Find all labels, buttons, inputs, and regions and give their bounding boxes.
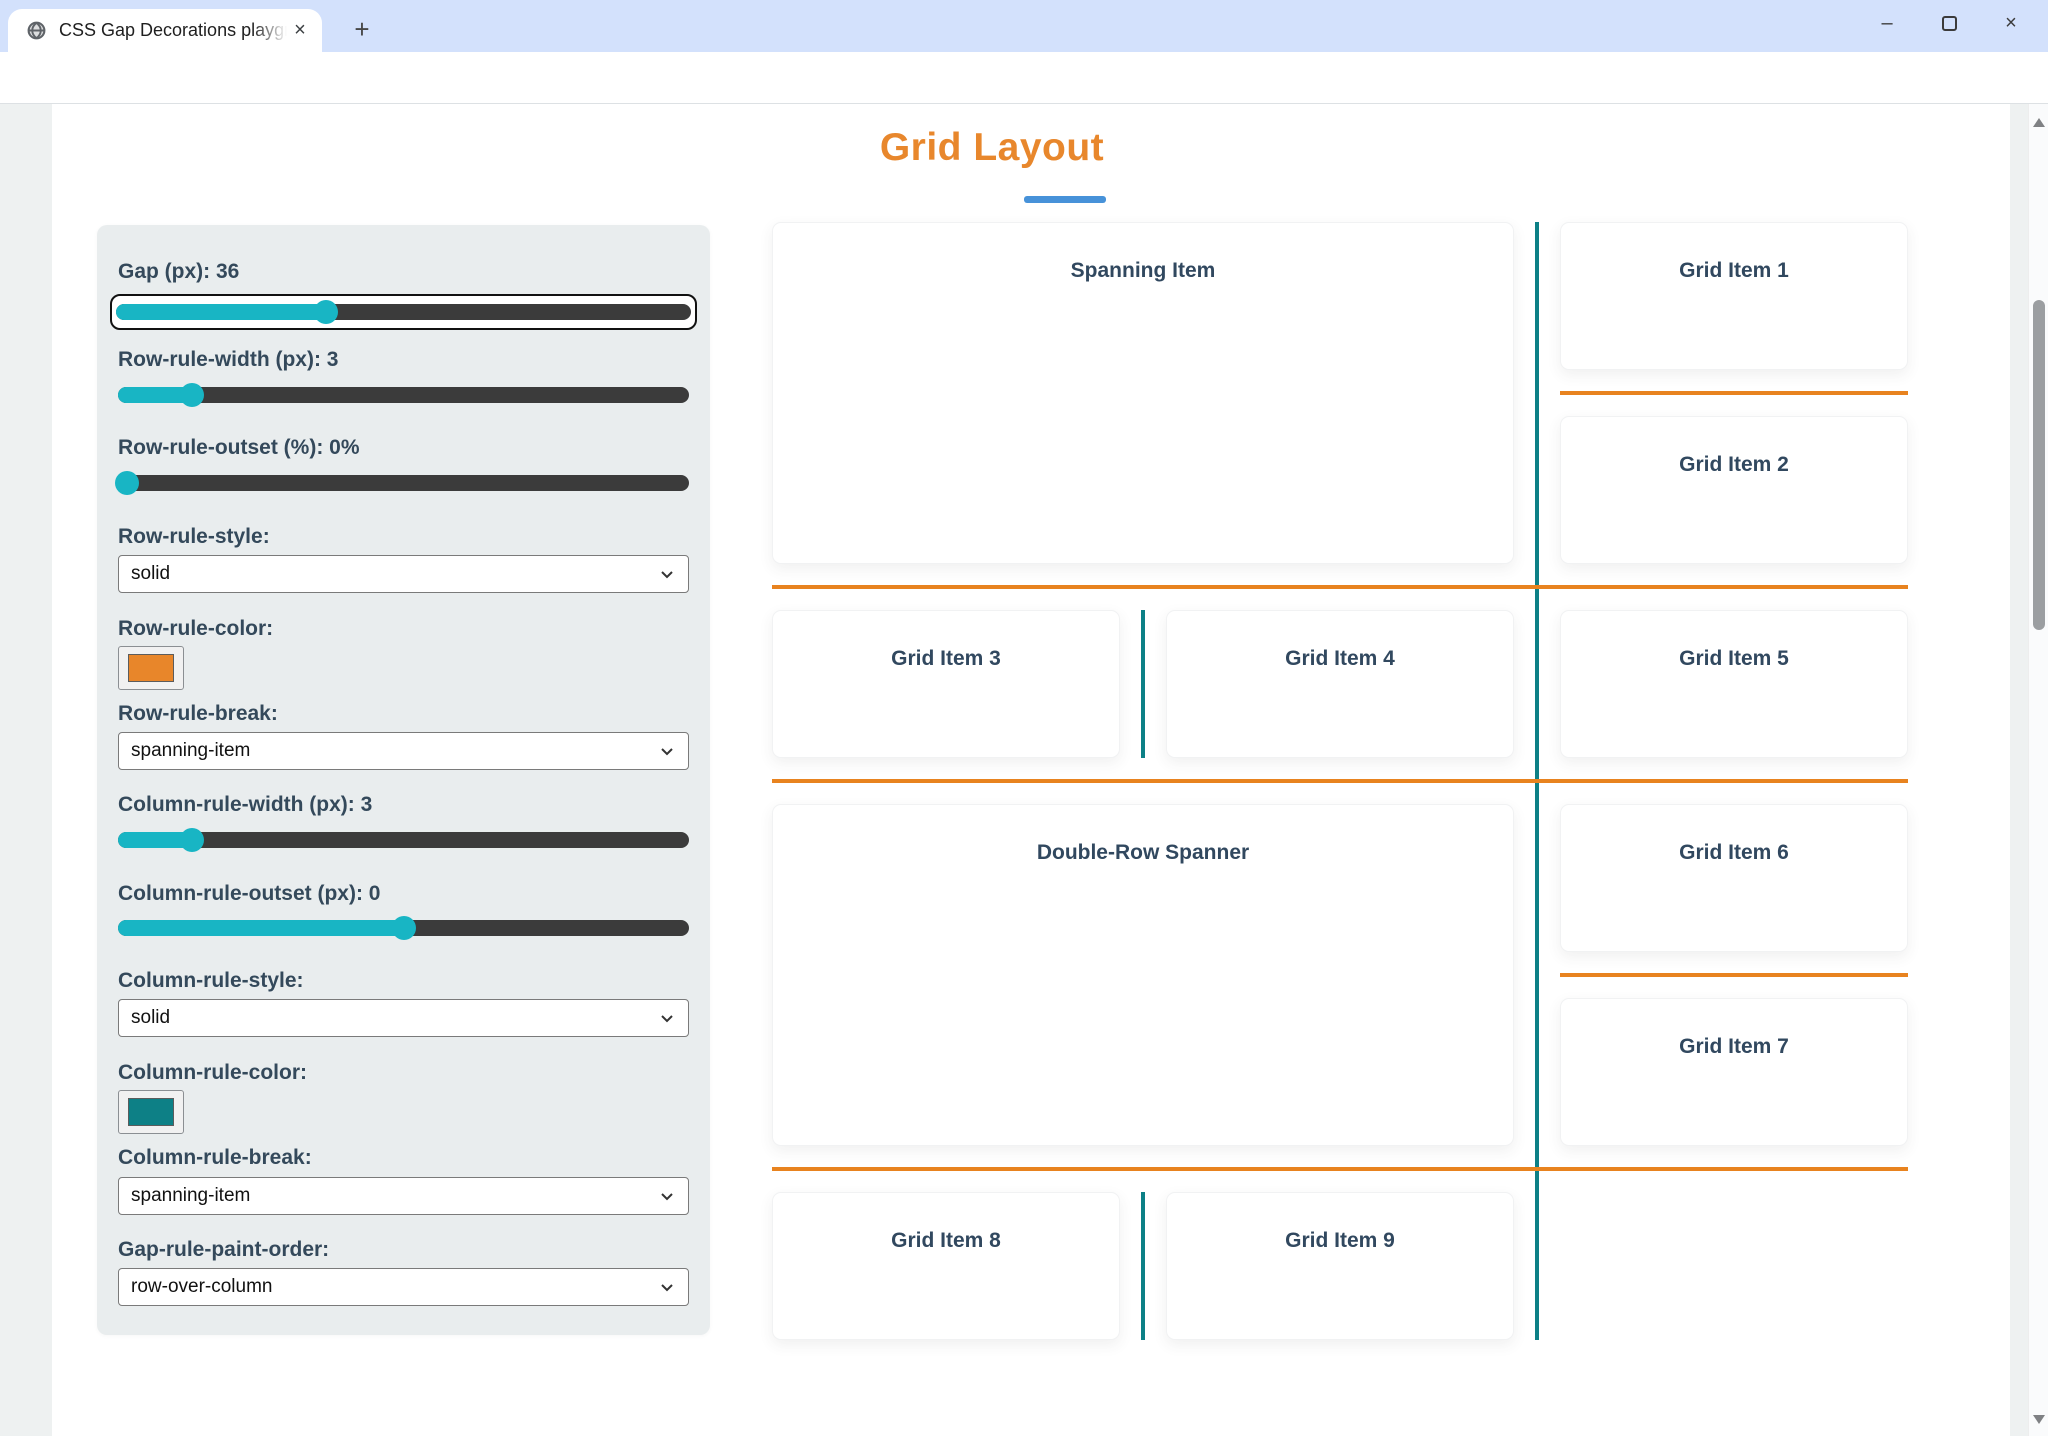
grid-card-4: Grid Item 4 bbox=[1166, 610, 1514, 758]
new-tab-button[interactable]: + bbox=[354, 13, 370, 44]
page-title: Grid Layout bbox=[879, 126, 1105, 169]
column-rule-break-value: spanning-item bbox=[131, 1185, 251, 1206]
row-rule-style-value: solid bbox=[131, 563, 171, 584]
grid-card-1: Grid Item 1 bbox=[1560, 222, 1908, 370]
row-gap-rule-full-2 bbox=[772, 779, 1908, 783]
window-close-button[interactable]: × bbox=[2005, 11, 2017, 34]
page-scrollbar[interactable] bbox=[2028, 104, 2048, 1436]
globe-favicon-icon bbox=[27, 21, 46, 40]
row-rule-style-label: Row-rule-style: bbox=[118, 525, 270, 548]
grid-card-6: Grid Item 6 bbox=[1560, 804, 1908, 952]
chevron-down-icon bbox=[661, 748, 673, 756]
row-rule-style-select[interactable]: solid bbox=[118, 555, 689, 593]
row-rule-color-picker[interactable] bbox=[118, 646, 184, 690]
tab-title: CSS Gap Decorations playgroun bbox=[59, 20, 287, 40]
grid-card-3: Grid Item 3 bbox=[772, 610, 1120, 758]
column-rule-style-value: solid bbox=[131, 1007, 171, 1028]
column-rule-break-select[interactable]: spanning-item bbox=[118, 1177, 689, 1215]
title-underline bbox=[1024, 196, 1106, 203]
window-minimize-button[interactable]: – bbox=[1881, 11, 1893, 34]
chevron-down-icon bbox=[661, 1193, 673, 1201]
row-rule-outset-label: Row-rule-outset (%): 0% bbox=[118, 436, 360, 459]
gap-slider-label: Gap (px): 36 bbox=[118, 260, 240, 283]
browser-tab[interactable]: CSS Gap Decorations playgroun × bbox=[8, 9, 322, 52]
gap-slider[interactable] bbox=[116, 300, 691, 324]
grid-card-5: Grid Item 5 bbox=[1560, 610, 1908, 758]
row-rule-outset-slider-thumb[interactable] bbox=[114, 471, 139, 495]
gap-slider-thumb[interactable] bbox=[313, 300, 338, 324]
scrollbar-up-arrow-icon[interactable] bbox=[2033, 118, 2045, 127]
maximize-icon bbox=[1941, 15, 1957, 31]
row-rule-width-slider-thumb[interactable] bbox=[180, 383, 205, 407]
row-rule-color-label: Row-rule-color: bbox=[118, 617, 274, 640]
row-rule-width-slider[interactable] bbox=[118, 383, 689, 407]
grid-card-9: Grid Item 9 bbox=[1166, 1192, 1514, 1340]
browser-toolbar: microsoftedge.github.io/Demos/css-gap-de… bbox=[0, 52, 2048, 152]
column-rule-style-label: Column-rule-style: bbox=[118, 969, 304, 992]
column-gap-rule-row6 bbox=[1141, 1192, 1145, 1340]
column-gap-rule-row3 bbox=[1141, 610, 1145, 758]
scrollbar-thumb[interactable] bbox=[2033, 300, 2045, 630]
row-rule-break-value: spanning-item bbox=[131, 740, 251, 761]
grid-card-2: Grid Item 2 bbox=[1560, 416, 1908, 564]
row-gap-rule-full-1 bbox=[772, 585, 1908, 589]
column-rule-outset-slider-thumb[interactable] bbox=[391, 916, 416, 940]
chevron-down-icon bbox=[661, 571, 673, 579]
column-rule-width-slider[interactable] bbox=[118, 828, 689, 852]
column-rule-color-chip bbox=[128, 1098, 174, 1126]
controls-panel: Gap (px): 36 Row-rule-width (px): 3 Row-… bbox=[97, 225, 710, 1335]
column-rule-outset-slider[interactable] bbox=[118, 916, 689, 940]
column-rule-color-picker[interactable] bbox=[118, 1090, 184, 1134]
grid-card-7: Grid Item 7 bbox=[1560, 998, 1908, 1146]
row-gap-rule-col3-1 bbox=[1560, 391, 1908, 395]
column-rule-color-label: Column-rule-color: bbox=[118, 1061, 307, 1084]
main-content: Grid Layout Gap (px): 36 Row-rule-width … bbox=[52, 104, 2010, 1436]
row-rule-color-chip bbox=[128, 654, 174, 682]
column-rule-outset-label: Column-rule-outset (px): 0 bbox=[118, 882, 381, 905]
grid-card-8: Grid Item 8 bbox=[772, 1192, 1120, 1340]
row-rule-break-select[interactable]: spanning-item bbox=[118, 732, 689, 770]
gap-slider-focus-ring bbox=[110, 294, 697, 330]
grid-card-double-row-spanner: Double-Row Spanner bbox=[772, 804, 1514, 1146]
gap-rule-paint-order-value: row-over-column bbox=[131, 1276, 273, 1297]
row-gap-rule-full-3 bbox=[772, 1167, 1908, 1171]
gap-rule-paint-order-label: Gap-rule-paint-order: bbox=[118, 1238, 330, 1261]
chevron-down-icon bbox=[661, 1284, 673, 1292]
row-gap-rule-col3-2 bbox=[1560, 973, 1908, 977]
tab-close-icon[interactable]: × bbox=[294, 19, 306, 41]
window-maximize-button[interactable] bbox=[1918, 0, 1980, 46]
row-rule-outset-slider[interactable] bbox=[114, 471, 689, 495]
chevron-down-icon bbox=[661, 1015, 673, 1023]
gap-rule-paint-order-select[interactable]: row-over-column bbox=[118, 1268, 689, 1306]
row-rule-break-label: Row-rule-break: bbox=[118, 702, 278, 725]
page-background: Grid Layout Gap (px): 36 Row-rule-width … bbox=[0, 104, 2048, 1436]
scrollbar-down-arrow-icon[interactable] bbox=[2033, 1415, 2045, 1424]
column-rule-break-label: Column-rule-break: bbox=[118, 1146, 312, 1169]
grid-playground: Spanning Item Grid Item 1 Grid Item 2 Gr… bbox=[772, 222, 1908, 1340]
row-rule-width-label: Row-rule-width (px): 3 bbox=[118, 348, 339, 371]
tab-strip: CSS Gap Decorations playgroun × + – × bbox=[0, 0, 2048, 52]
column-rule-width-slider-thumb[interactable] bbox=[180, 828, 205, 852]
column-rule-width-label: Column-rule-width (px): 3 bbox=[118, 793, 373, 816]
column-rule-style-select[interactable]: solid bbox=[118, 999, 689, 1037]
grid-card-spanning-item: Spanning Item bbox=[772, 222, 1514, 564]
